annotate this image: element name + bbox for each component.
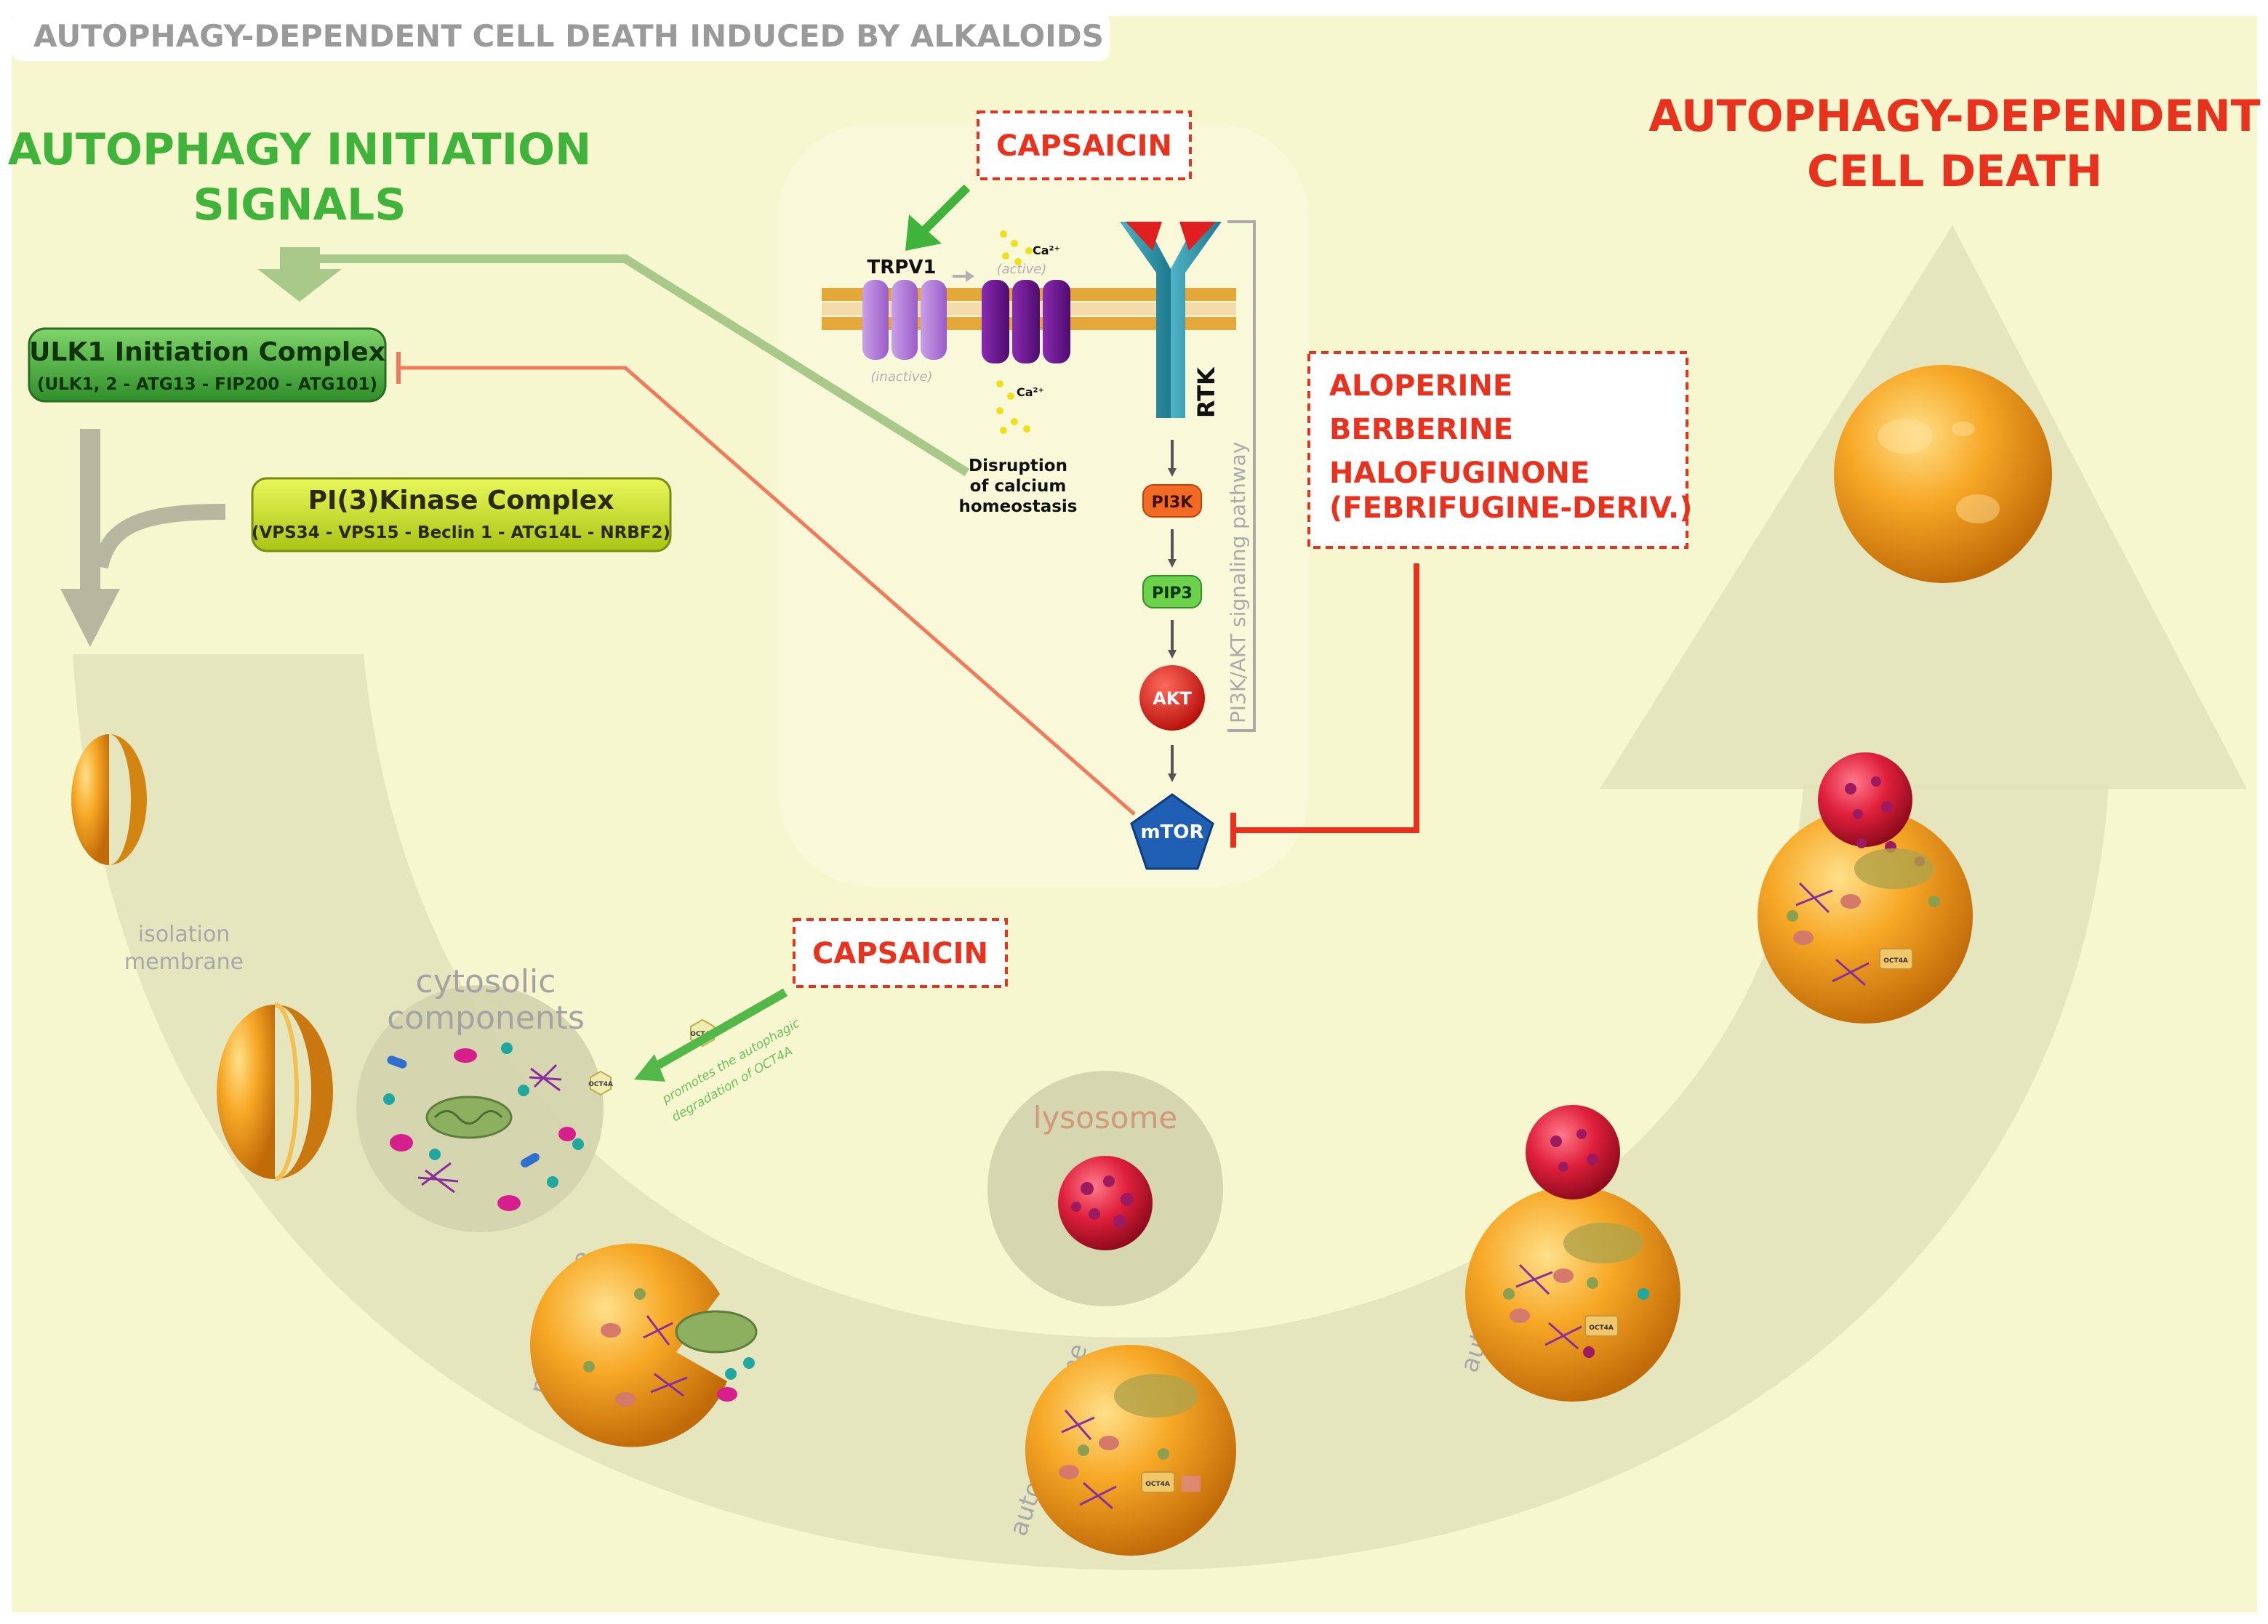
initiation-down-arrow xyxy=(257,247,342,302)
autophagosome-contents: OCT4A xyxy=(1059,1374,1201,1510)
rtk-receptor xyxy=(1120,222,1222,418)
death-cell-contents: OCT4A xyxy=(1787,776,1940,986)
initiation-heading-line2: SIGNALS xyxy=(193,180,406,230)
mtor-node-label: mTOR xyxy=(1141,821,1204,843)
drug-halofuginone: HALOFUGINONE xyxy=(1329,457,1590,490)
isolation-label-line1: isolation xyxy=(138,922,231,947)
capsaicin-arrowhead xyxy=(905,214,942,251)
initiation-flow-stem xyxy=(60,429,120,647)
pi3k-complex-members: (VPS34 - VPS15 - Beclin 1 - ATG14L - NRB… xyxy=(252,523,670,542)
ulk1-complex-members: (ULK1, 2 - ATG13 - FIP200 - ATG101) xyxy=(37,375,377,394)
drugs-inhibit-mtor-line xyxy=(1235,563,1419,833)
dead-cell-texture xyxy=(1878,419,2000,523)
trpv1-inactive-label: (inactive) xyxy=(870,369,932,385)
calcium-top-label: Ca²⁺ xyxy=(1033,244,1060,257)
autolysosome-oct4a-label: OCT4A xyxy=(1589,1324,1614,1332)
isolation-membrane-shape-small xyxy=(71,734,147,865)
initiation-heading-line1: AUTOPHAGY INITIATION xyxy=(8,124,592,175)
cytosolic-label-line2: components xyxy=(387,1000,585,1037)
capsaicin-top-label: CAPSAICIN xyxy=(996,129,1172,163)
activation-arrow xyxy=(953,270,974,282)
cytosolic-label-line1: cytosolic xyxy=(416,963,556,1000)
capsaicin-to-oct4a-arrow xyxy=(652,988,788,1072)
trpv1-inactive-channel xyxy=(862,280,947,360)
pi3k-node xyxy=(1142,484,1202,518)
calcium-disruption-line2: of calcium xyxy=(970,477,1067,496)
akt-node xyxy=(1139,665,1205,731)
death-heading-line1: AUTOPHAGY-DEPENDENT xyxy=(1648,91,2260,142)
mtor-inhibits-ulk1-line xyxy=(400,366,1136,816)
autophagosome-oct4a-label: OCT4A xyxy=(1145,1481,1170,1488)
rtk-label: RTK xyxy=(1193,366,1220,418)
phagophore-shape xyxy=(530,1243,758,1447)
capsaicin-top-box xyxy=(977,110,1192,180)
oct4a-label: OCT4A xyxy=(588,1081,613,1088)
isolation-membrane-shape-large xyxy=(217,1002,333,1181)
title-tab xyxy=(12,12,1110,61)
drug-febrifugine-deriv: (FEBRIFUGINE-DERIV.) xyxy=(1329,491,1693,525)
pi3k-node-label: PI3K xyxy=(1152,494,1194,512)
lysosome-shape xyxy=(1058,1156,1153,1250)
death-heading-line2: CELL DEATH xyxy=(1807,146,2102,197)
autolysosome-contents: OCT4A xyxy=(1503,1129,1649,1358)
death-cell-lysosome-cap xyxy=(1818,752,1912,847)
pi3k-join-curve xyxy=(92,504,226,569)
pip3-node-label: PIP3 xyxy=(1152,584,1193,603)
lysosome-label: lysosome xyxy=(1033,1100,1177,1135)
death-cell-oct4a-label: OCT4A xyxy=(1883,957,1908,965)
pathway-bracket-label: PI3K/AKT signaling pathway xyxy=(1226,442,1250,723)
page-title: AUTOPHAGY-DEPENDENT CELL DEATH INDUCED B… xyxy=(33,18,1104,54)
cytosolic-contents xyxy=(383,1042,584,1211)
pi3k-complex-title: PI(3)Kinase Complex xyxy=(308,486,614,515)
calcium-ions xyxy=(996,230,1033,434)
trpv1-label: TRPV1 xyxy=(867,257,936,278)
drug-aloperine: ALOPERINE xyxy=(1329,369,1512,403)
capsaicin-to-trpv1-arrow xyxy=(920,184,971,235)
dead-cell-sphere xyxy=(1834,365,2052,583)
akt-node-label: AKT xyxy=(1153,688,1192,709)
capsaicin-mid-label: CAPSAICIN xyxy=(812,937,988,970)
trpv1-active-label: (active) xyxy=(997,262,1047,277)
ulk1-complex-title: ULK1 Initiation Complex xyxy=(29,337,385,367)
capsaicin-mid-arrowhead xyxy=(634,1054,665,1082)
mtor-node xyxy=(1130,793,1214,870)
pip3-node xyxy=(1142,575,1202,608)
ulk1-complex-box xyxy=(28,327,387,403)
capsaicin-mid-box xyxy=(793,918,1008,988)
oct4a-hexagon xyxy=(590,1070,612,1096)
lysosome-contents xyxy=(1071,1175,1134,1228)
autolysosome-lysosome-cap xyxy=(1526,1105,1620,1199)
inhibitor-drugs-box xyxy=(1307,351,1688,549)
calcium-disruption-line1: Disruption xyxy=(969,457,1067,475)
drug-berberine: BERBERINE xyxy=(1329,413,1513,446)
calcium-bottom-label: Ca²⁺ xyxy=(1017,385,1044,399)
oct4a-label-2: OCT4A xyxy=(690,1031,715,1038)
autophagosome-shape xyxy=(1025,1345,1236,1556)
calcium-disruption-line3: homeostasis xyxy=(958,497,1077,516)
isolation-label-line2: membrane xyxy=(124,949,244,975)
pi3k-complex-box xyxy=(251,477,672,552)
pathway-bracket xyxy=(1227,220,1256,732)
trpv1-active-channel xyxy=(982,280,1070,363)
calcium-to-initiation-line xyxy=(313,254,970,477)
